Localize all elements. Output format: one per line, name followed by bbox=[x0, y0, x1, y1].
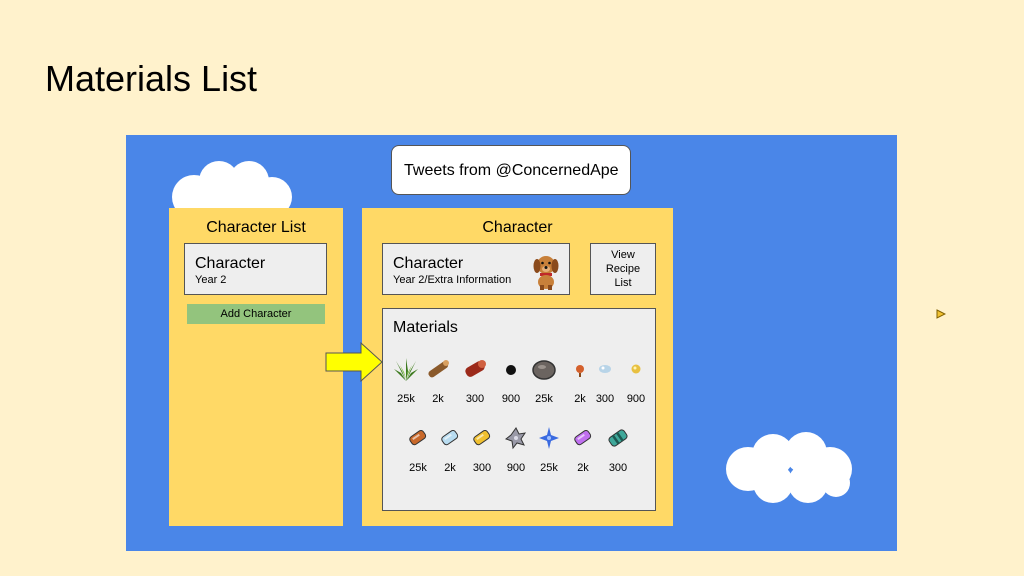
materials-grid: 25k 2k 300 900 25k 2k 300 900 25k 2k 300 900 25k 2k 30… bbox=[383, 309, 655, 510]
character-card-name: Character bbox=[195, 255, 266, 272]
radioactive-bar-icon bbox=[608, 429, 628, 447]
tweets-button[interactable]: Tweets from @ConcernedApe bbox=[391, 145, 631, 195]
character-detail-name: Character bbox=[393, 255, 464, 272]
coal-icon bbox=[506, 365, 516, 375]
material-item: 25k bbox=[532, 424, 566, 474]
add-character-button[interactable]: Add Character bbox=[187, 304, 325, 324]
material-item: 300 bbox=[588, 355, 622, 405]
character-card[interactable]: Character Year 2 bbox=[184, 243, 327, 295]
star-shard-icon bbox=[539, 427, 559, 449]
material-item: 2k bbox=[421, 355, 455, 405]
material-count: 300 bbox=[465, 393, 485, 405]
materials-box: Materials 25k 2k 300 900 25k 2k 300 900 25k 2k 300… bbox=[382, 308, 656, 511]
material-item: 300 bbox=[465, 424, 499, 474]
gold-bar-icon bbox=[473, 429, 491, 446]
material-count: 25k bbox=[535, 393, 553, 405]
material-count: 25k bbox=[397, 393, 415, 405]
materials-title: Materials bbox=[393, 319, 458, 336]
iron-ore-icon bbox=[599, 365, 611, 373]
character-panel: Character Character Year 2/Extra Informa… bbox=[362, 208, 673, 526]
gold-ore-icon bbox=[631, 364, 641, 374]
material-item: 2k bbox=[433, 424, 467, 474]
material-item: 900 bbox=[499, 424, 533, 474]
material-count: 2k bbox=[444, 462, 456, 474]
iridium-bar-icon bbox=[574, 429, 592, 446]
material-item: 25k bbox=[389, 355, 423, 405]
slide-title: Materials List bbox=[45, 58, 258, 99]
cloud-bottom-right bbox=[726, 432, 852, 503]
material-count: 2k bbox=[432, 393, 444, 405]
dog-icon bbox=[533, 256, 559, 290]
material-count: 900 bbox=[626, 393, 646, 405]
material-count: 25k bbox=[540, 462, 558, 474]
character-card-sub: Year 2 bbox=[195, 274, 227, 286]
arrow-right-icon bbox=[325, 342, 383, 382]
refined-quartz-icon bbox=[504, 427, 527, 450]
view-recipe-list-button[interactable]: View Recipe List bbox=[590, 243, 656, 295]
material-item: 2k bbox=[563, 355, 597, 405]
play-icon[interactable] bbox=[936, 309, 946, 319]
material-item: 900 bbox=[494, 355, 528, 405]
character-detail-sub: Year 2/Extra Information bbox=[393, 274, 512, 286]
material-item: 2k bbox=[566, 424, 600, 474]
character-list-panel: Character List Character Year 2 Add Char… bbox=[169, 208, 343, 526]
material-count: 2k bbox=[574, 393, 586, 405]
character-list-title: Character List bbox=[206, 219, 306, 236]
material-count: 300 bbox=[608, 462, 628, 474]
material-count: 300 bbox=[472, 462, 492, 474]
material-count: 900 bbox=[501, 393, 521, 405]
sky-background: Tweets from @ConcernedApe Character List… bbox=[126, 135, 897, 551]
material-count: 300 bbox=[595, 393, 615, 405]
iron-bar-icon bbox=[441, 429, 459, 446]
material-item: 300 bbox=[601, 424, 635, 474]
character-panel-title: Character bbox=[482, 219, 553, 236]
view-recipe-list-label: View Recipe List bbox=[605, 249, 641, 289]
material-count: 2k bbox=[577, 462, 589, 474]
copper-ore-icon bbox=[576, 365, 584, 377]
material-item: 25k bbox=[401, 424, 435, 474]
wood-icon bbox=[428, 360, 449, 378]
material-item: 25k bbox=[527, 355, 561, 405]
stone-icon bbox=[532, 360, 556, 380]
fiber-icon bbox=[394, 358, 418, 381]
material-item: 900 bbox=[619, 355, 653, 405]
hardwood-icon bbox=[465, 360, 486, 377]
material-item: 300 bbox=[458, 355, 492, 405]
copper-bar-icon bbox=[409, 429, 427, 446]
character-detail-card: Character Year 2/Extra Information bbox=[382, 243, 570, 295]
material-count: 900 bbox=[506, 462, 526, 474]
material-count: 25k bbox=[409, 462, 427, 474]
